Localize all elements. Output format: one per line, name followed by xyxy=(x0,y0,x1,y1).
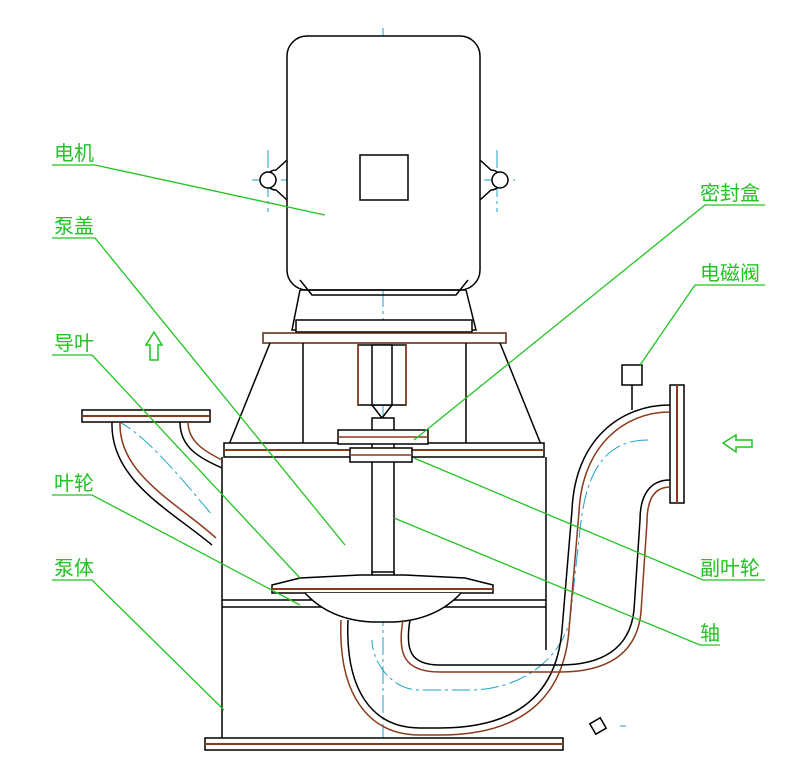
label-seal-box: 密封盒 xyxy=(700,181,760,205)
label-motor: 电机 xyxy=(54,141,94,165)
shaft-hatch xyxy=(338,345,428,456)
leader-lines xyxy=(52,164,765,711)
label-guide-vane: 导叶 xyxy=(54,331,94,355)
bracket xyxy=(223,332,545,458)
label-shaft: 轴 xyxy=(700,621,720,645)
label-auxiliary-impeller: 副叶轮 xyxy=(700,556,760,580)
label-pump-body: 泵体 xyxy=(54,556,94,580)
outlet-pipe xyxy=(81,409,223,546)
pump-casing xyxy=(204,457,564,751)
label-pump-cover: 泵盖 xyxy=(54,214,94,238)
left-arrow-icon xyxy=(721,433,753,454)
up-arrow-icon xyxy=(144,330,164,361)
label-solenoid-valve: 电磁阀 xyxy=(700,261,760,285)
labels: 电机 泵盖 导叶 叶轮 泵体 密封盒 电磁阀 副叶轮 轴 xyxy=(54,141,760,645)
inlet-pipe xyxy=(340,364,685,736)
shaft-assembly xyxy=(337,344,429,603)
impeller xyxy=(271,574,494,623)
label-impeller: 叶轮 xyxy=(54,471,94,495)
motor-body xyxy=(259,35,509,333)
